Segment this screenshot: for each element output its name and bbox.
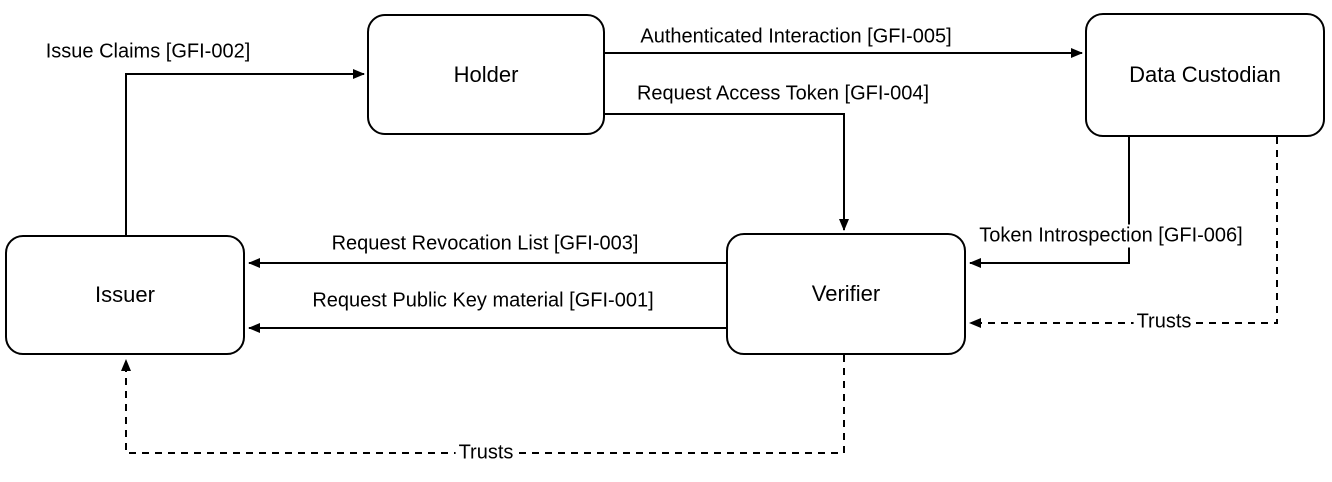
edge-label-token-introspection: Token Introspection [GFI-006] (976, 224, 1246, 248)
edge-token-introspection-gfi-006 (969, 137, 1130, 268)
edge-trusts-verifier-issuer (121, 355, 845, 454)
node-data-custodian: Data Custodian (1085, 13, 1325, 137)
edge-label-trusts-bottom: Trusts (455, 441, 517, 465)
edge-label-request-public-key-material: Request Public Key material [GFI-001] (309, 289, 657, 313)
node-verifier: Verifier (726, 233, 966, 355)
edge-request-access-token-gfi-004 (605, 113, 849, 231)
edge-trusts-data-custodian-verifier (969, 137, 1278, 328)
edge-label-authenticated-interaction: Authenticated Interaction [GFI-005] (637, 25, 955, 49)
edge-label-request-revocation-list: Request Revocation List [GFI-003] (328, 232, 642, 256)
node-data-custodian-label: Data Custodian (1129, 62, 1281, 87)
node-issuer-label: Issuer (95, 282, 155, 307)
edge-label-request-access-token: Request Access Token [GFI-004] (633, 82, 933, 106)
edge-issue-claims-gfi-002 (125, 69, 365, 235)
edge-label-issue-claims: Issue Claims [GFI-002] (42, 40, 254, 64)
node-issuer: Issuer (5, 235, 245, 355)
edge-label-trusts-right: Trusts (1133, 310, 1195, 334)
node-verifier-label: Verifier (811, 281, 881, 306)
node-holder: Holder (367, 14, 605, 135)
node-holder-label: Holder (453, 61, 519, 87)
